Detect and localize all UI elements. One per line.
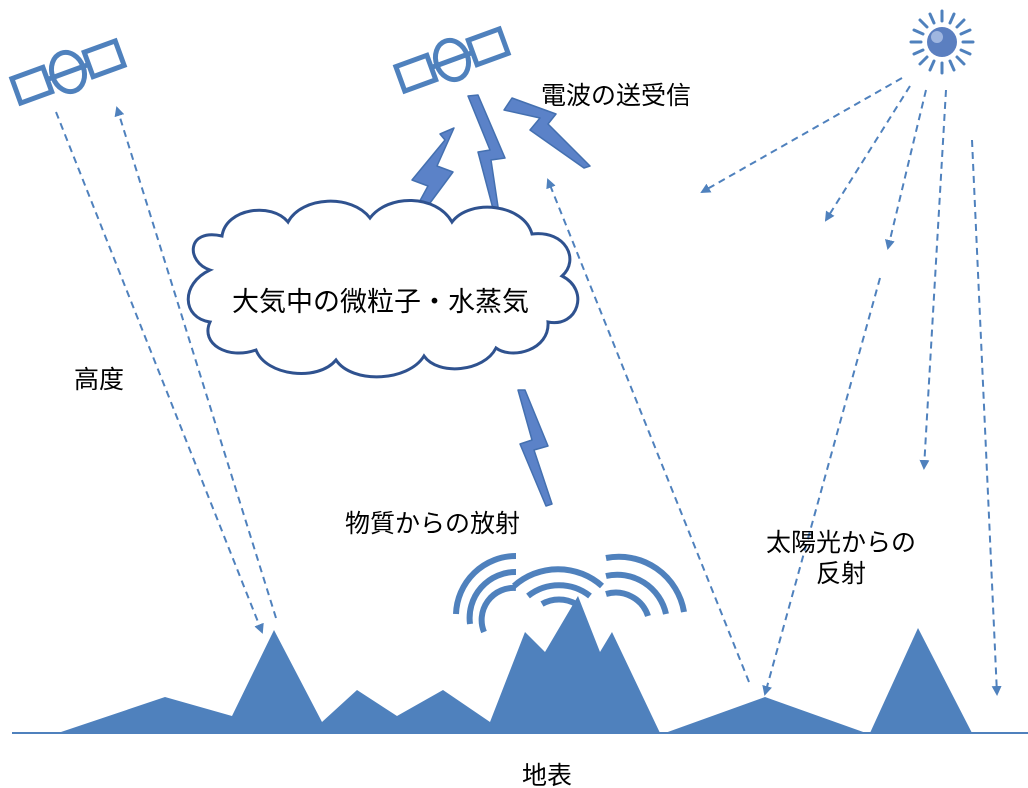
lightning-icon — [503, 97, 591, 169]
sunlight-reflection-line1: 太陽光からの — [765, 528, 916, 557]
arrow-satellite-down — [55, 111, 264, 634]
radiation-wave-icon — [453, 553, 517, 634]
satellite-icon — [392, 25, 512, 95]
arrow-sun-1 — [700, 77, 903, 193]
sunlight-reflection-line2: 反射 — [815, 559, 866, 589]
arrow-sun-4 — [919, 89, 947, 470]
ground-label: 地表 — [522, 761, 573, 788]
arrow-sun-5 — [971, 139, 1002, 696]
satellite-icon — [8, 37, 128, 107]
lightning-icon — [517, 389, 553, 507]
altitude-label: 高度 — [74, 365, 125, 394]
sunlight-reflection-label: 太陽光からの 反射 — [756, 527, 926, 590]
lightning-icon — [403, 127, 455, 231]
radiation-wave-icon — [605, 553, 687, 618]
sun-icon — [909, 9, 975, 75]
arrow-reflection-up — [546, 178, 750, 683]
arrow-sun-3 — [885, 89, 927, 250]
terrain-left — [58, 596, 660, 733]
radio-label: 電波の送受信 — [541, 81, 692, 110]
arrow-reflection-in — [762, 277, 881, 696]
arrow-ground-up — [114, 106, 277, 619]
cloud-icon — [186, 199, 580, 379]
terrain-mid — [665, 697, 866, 733]
arrow-sun-2 — [824, 85, 911, 222]
terrain-right — [870, 628, 972, 733]
radiation-wave-icon — [512, 566, 604, 607]
emission-label: 物質からの放射 — [345, 509, 521, 538]
lightning-icon — [467, 94, 506, 221]
atmosphere-label: 大気中の微粒子・水蒸気 — [232, 287, 529, 318]
